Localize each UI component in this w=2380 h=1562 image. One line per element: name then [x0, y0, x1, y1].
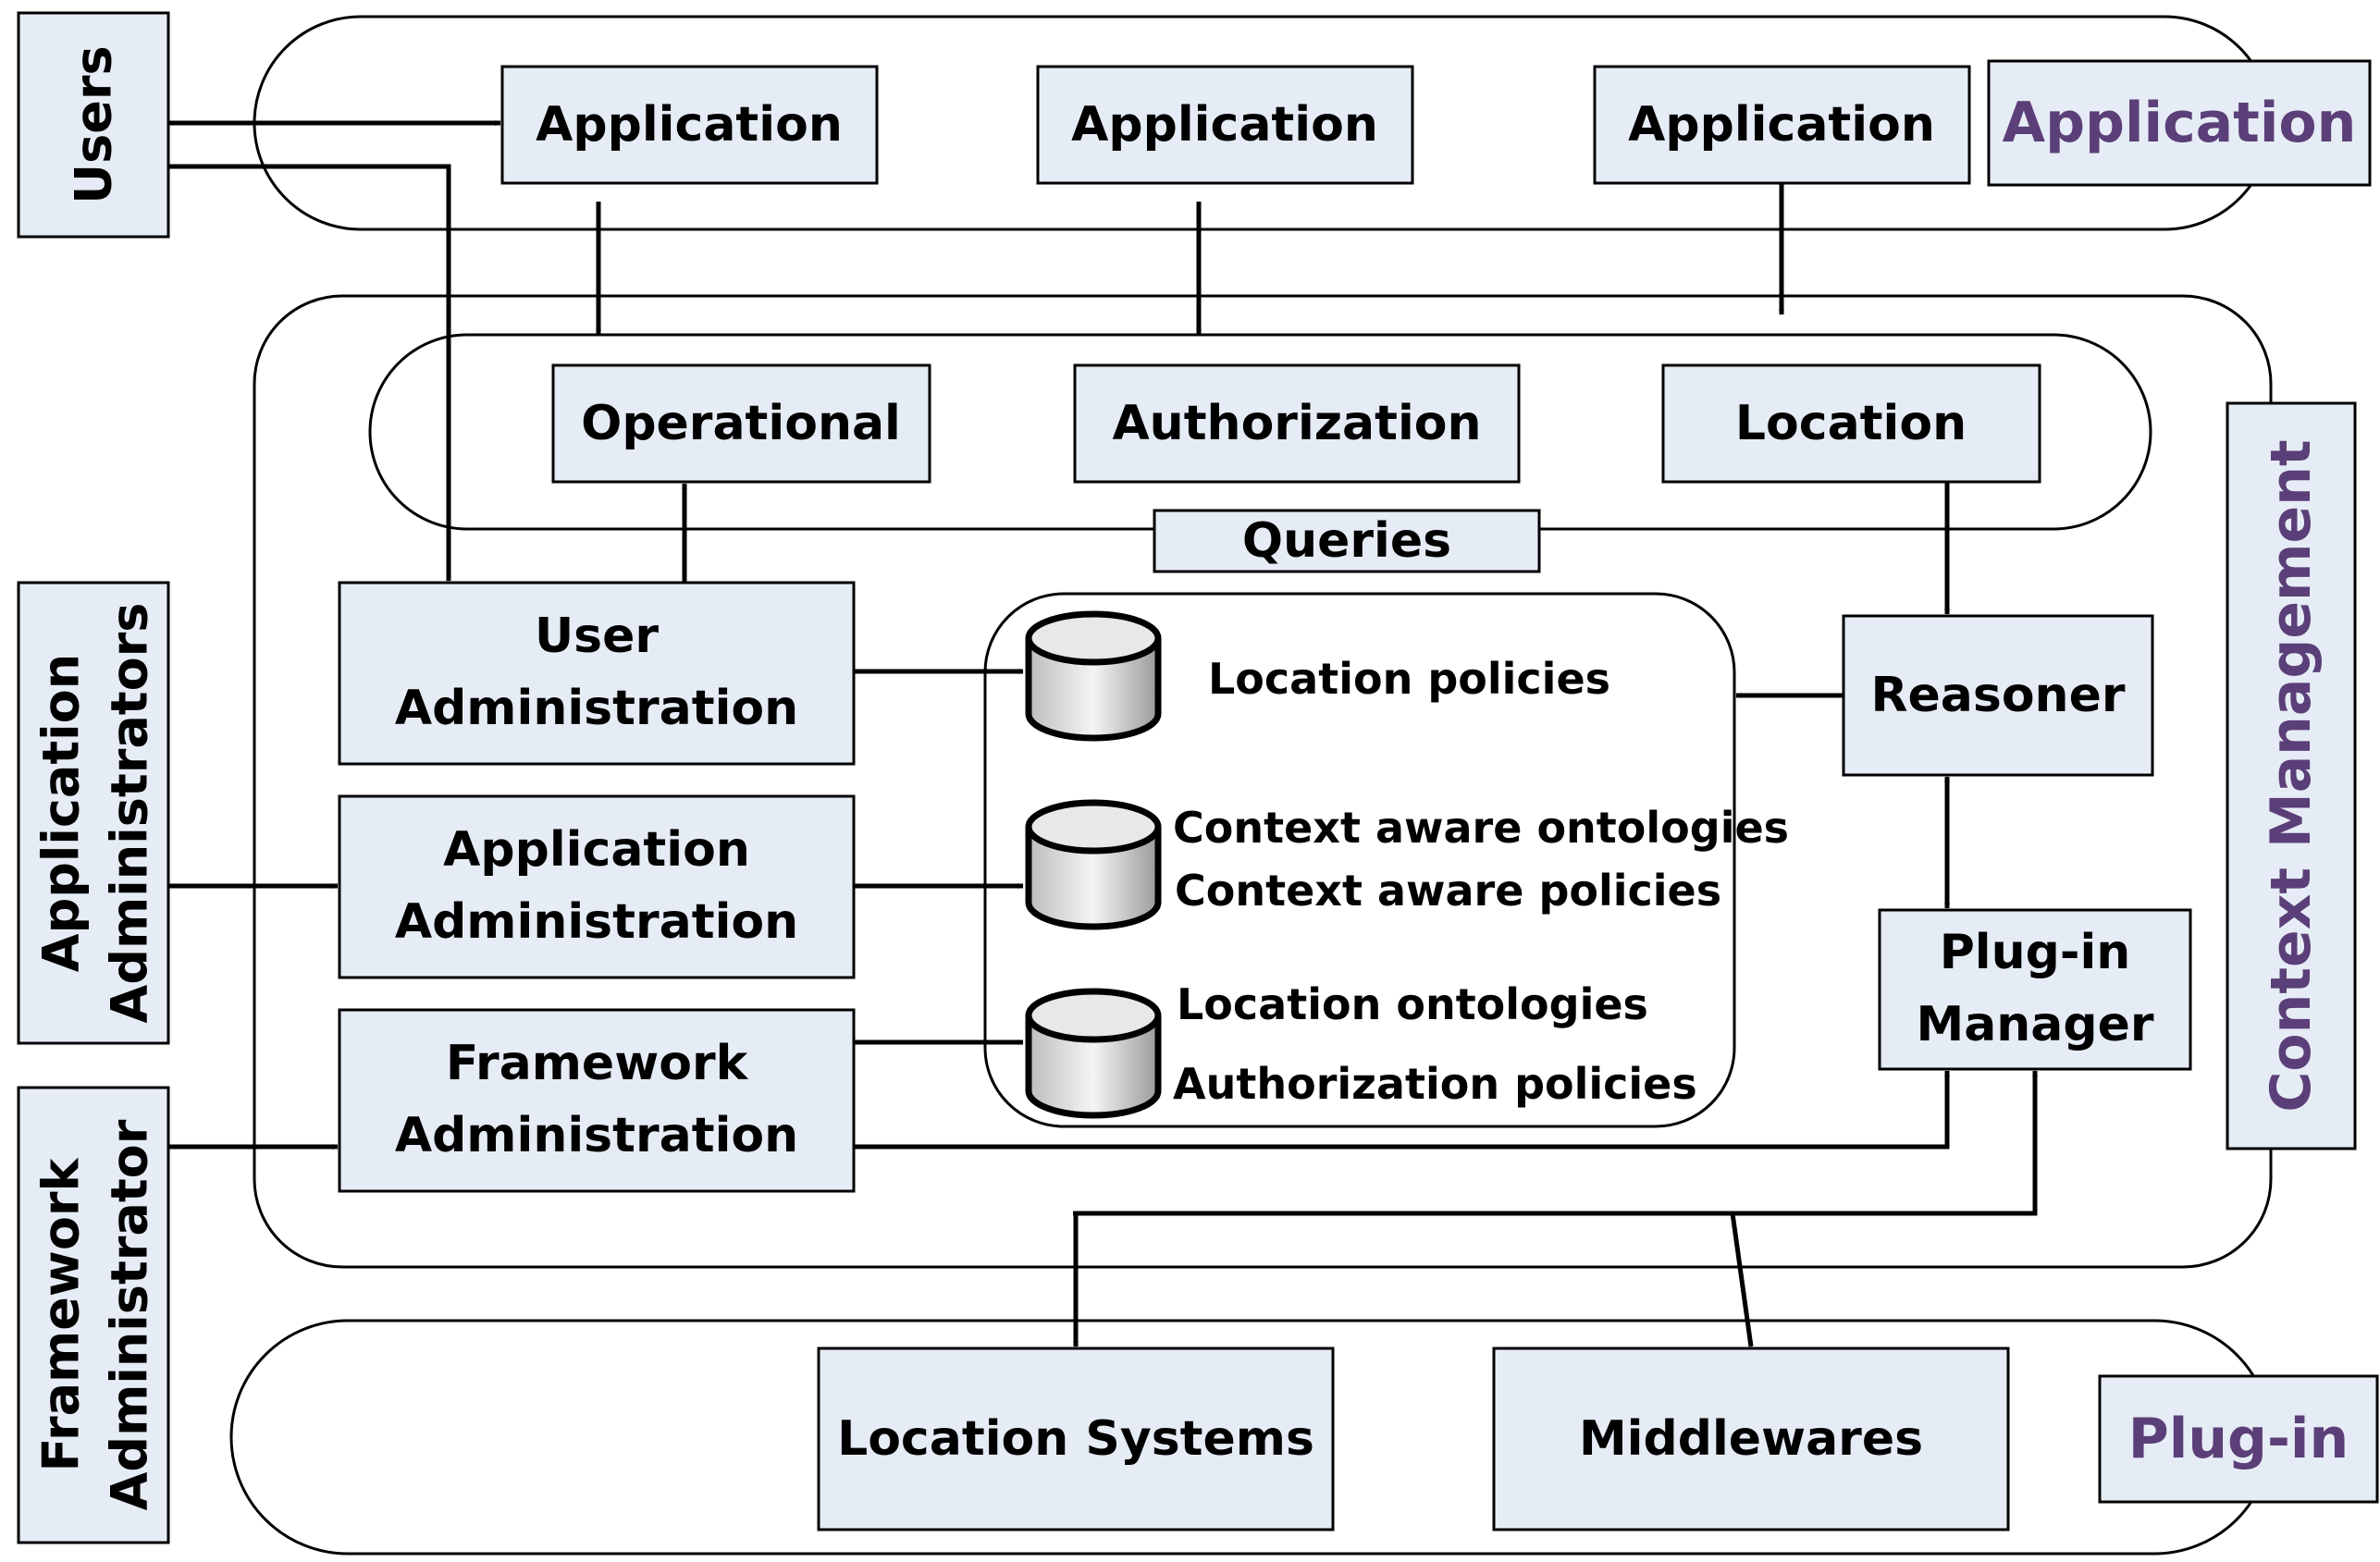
reasoner-box: Reasoner — [1842, 614, 2154, 777]
application-layer-label: Application — [1987, 59, 2372, 187]
users-actor: Users — [17, 11, 170, 239]
location-query-label: Location — [1735, 396, 1967, 451]
location-query-box: Location — [1661, 363, 2041, 484]
application-administration-line2: Administration — [395, 894, 798, 950]
application-box-2: Application — [1036, 65, 1414, 185]
framework-administrator-label-line2: Administrator — [101, 1119, 159, 1510]
plugin-layer-text: Plug-in — [2128, 1407, 2349, 1471]
location-policies-label: Location policies — [1208, 654, 1610, 704]
application-administration-box: Application Administration — [338, 794, 856, 979]
arrow-plugin-manager-bus — [1073, 1070, 2038, 1216]
operational-query-label: Operational — [581, 396, 901, 451]
plugin-layer-label: Plug-in — [2098, 1374, 2379, 1504]
application-box-3-label: Application — [1628, 97, 1935, 153]
context-management-layer-text: Context Management — [2259, 439, 2324, 1112]
application-administrators-label-line2: Administrators — [101, 603, 159, 1024]
framework-administrator-actor: Framework Administrator — [17, 1086, 170, 1544]
application-layer-text: Application — [2003, 91, 2357, 155]
location-systems-box: Location Systems — [817, 1347, 1335, 1531]
plugin-manager-line1: Plug-in — [1940, 925, 2131, 980]
context-management-layer-label: Context Management — [2226, 401, 2357, 1150]
authorization-query-label: Authorization — [1112, 396, 1481, 451]
framework-administration-line2: Administration — [395, 1108, 798, 1163]
plugin-manager-line2: Manager — [1916, 997, 2153, 1052]
database-icon — [1025, 610, 1162, 742]
location-ontologies-label: Location ontologies — [1177, 979, 1648, 1029]
authorization-query-box: Authorization — [1073, 363, 1521, 484]
arrow-bus-to-middlewares — [1730, 1212, 1754, 1347]
database-icon — [1025, 988, 1162, 1119]
application-box-1-label: Application — [536, 97, 843, 153]
arrow-framework-administration-to-plugin-manager — [854, 1070, 1950, 1150]
queries-label-box: Queries — [1153, 509, 1541, 573]
framework-administration-line1: Framework — [446, 1036, 749, 1091]
users-actor-label: Users — [65, 45, 123, 203]
framework-administration-box: Framework Administration — [338, 1008, 856, 1193]
context-aware-policies-label: Context aware policies — [1175, 866, 1721, 916]
application-box-2-label: Application — [1071, 97, 1378, 153]
operational-query-box: Operational — [551, 363, 931, 484]
application-administrators-label-line1: Application — [32, 654, 91, 972]
context-aware-ontologies-label: Context aware ontologies — [1173, 803, 1789, 853]
middlewares-label: Middlewares — [1579, 1411, 1923, 1467]
location-systems-label: Location Systems — [837, 1411, 1314, 1467]
queries-label: Queries — [1242, 513, 1451, 569]
arrow-users-to-user-administration — [168, 164, 451, 582]
user-administration-box: User Administration — [338, 581, 856, 766]
authorization-policies-label: Authorization policies — [1173, 1059, 1697, 1109]
application-box-1: Application — [500, 65, 879, 185]
middlewares-box: Middlewares — [1492, 1347, 2010, 1531]
user-administration-line1: User — [535, 609, 659, 664]
plugin-manager-box: Plug-in Manager — [1878, 908, 2192, 1071]
application-administrators-actor: Application Administrators — [17, 581, 170, 1045]
application-box-3: Application — [1593, 65, 1971, 185]
framework-administrator-label-line1: Framework — [32, 1157, 91, 1471]
application-administration-line1: Application — [443, 822, 750, 878]
database-icon — [1025, 799, 1162, 930]
user-administration-line2: Administration — [395, 681, 798, 736]
repository-container — [983, 592, 1736, 1128]
reasoner-label: Reasoner — [1870, 668, 2125, 723]
